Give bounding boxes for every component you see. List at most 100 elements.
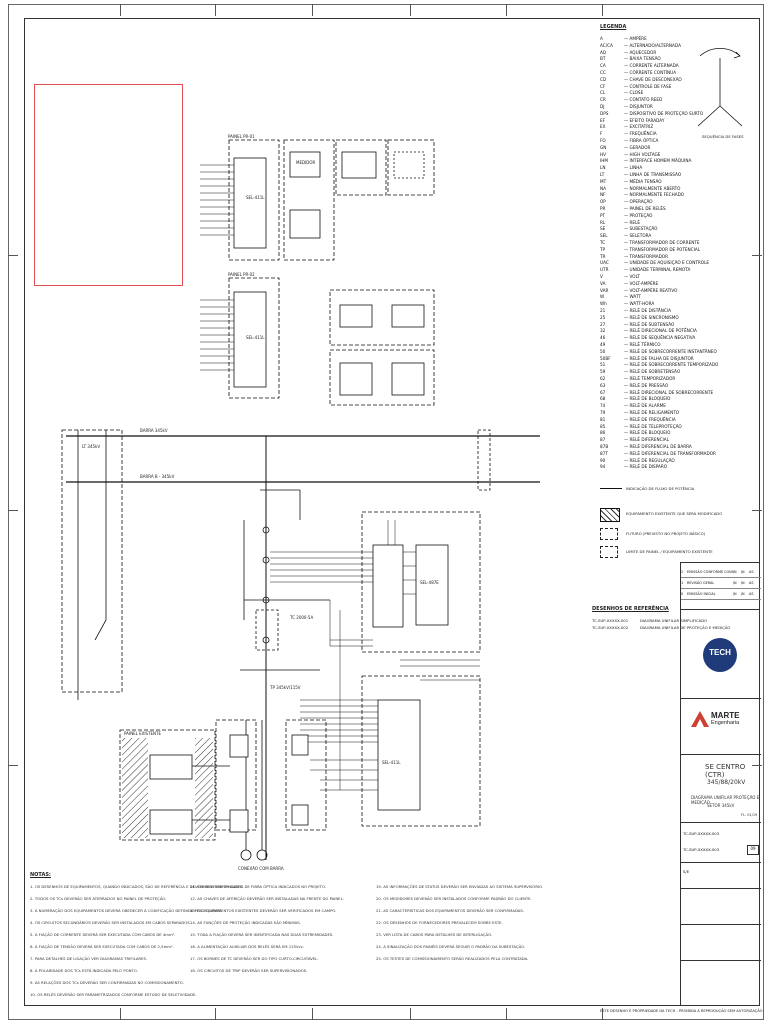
legend-code: 62	[600, 376, 606, 381]
title-cell: SE CENTRO (CTR) 345/88/20kV DIAGRAMA UNI…	[681, 754, 761, 822]
legend-entry: CR— CONTATO REED	[600, 97, 662, 102]
note-item: 24. A SINALIZAÇÃO DOS PAINÉIS DEVERÁ SEG…	[376, 944, 526, 949]
drawing-subtitle: SETOR 345kV	[707, 803, 735, 808]
legend-description: — WATT	[624, 294, 642, 300]
legend-code: CC	[600, 70, 606, 75]
note-item: 12. AS CHAVES DE AFERIÇÃO DEVERÃO SER IN…	[190, 896, 344, 901]
legend-description: — RELÉ TEMPORIZADOR	[624, 376, 676, 381]
legend-code: DJ	[600, 104, 605, 109]
note-item: 7. PARA DETALHES DE LIGAÇÃO VER DIAGRAMA…	[30, 956, 148, 961]
legend-code: FO	[600, 138, 606, 143]
device-mid-3a	[339, 362, 373, 396]
legend-code: 87B	[600, 444, 609, 449]
legend-description: — CHAVE DE DESCONEXÃO	[624, 76, 682, 82]
outer-frame	[8, 4, 764, 1020]
legend-entry: 32— RELÉ DIRECIONAL DE POTÊNCIA	[600, 328, 697, 333]
device-mid-3b	[391, 362, 425, 396]
legend-code: 86	[600, 430, 606, 436]
legend-code: 21	[600, 308, 606, 313]
revision-cell: JN	[741, 581, 745, 585]
legend-code: 59	[600, 369, 606, 375]
relay-upper-1	[233, 157, 267, 249]
legend-code: 50	[600, 348, 606, 354]
legend-entry: OP— OPERAÇÃO	[600, 199, 653, 204]
marte-logo-cell: MARTE Engenharia	[681, 698, 761, 754]
border-tick	[120, 4, 121, 16]
sheet-number: FL. 01/19	[741, 813, 758, 817]
note-item: 22. OS DESENHOS DE FORNECEDORES PREVALEC…	[376, 920, 503, 925]
legend-entry: 62 — RELÉ TEMPORIZADOR	[600, 376, 675, 381]
border-tick	[602, 4, 603, 16]
legend-entry: UTR— UNIDADE TERMINAL REMOTA	[600, 267, 690, 272]
revision-cell: 2	[681, 570, 684, 574]
revision-cell: 0	[681, 592, 684, 596]
legend-code: RL	[600, 219, 606, 225]
legend-entry: F— FREQUÊNCIA	[600, 131, 657, 136]
notes-heading: NOTAS:	[30, 872, 51, 878]
legend-entry: 27— RELÉ DE SUBTENSÃO	[600, 322, 674, 327]
project-name: SE CENTRO (CTR)	[705, 763, 746, 779]
legend-code: CF	[600, 83, 606, 89]
device-upper-2a	[289, 151, 321, 178]
legend-code: 67	[600, 389, 606, 395]
border-tick	[8, 255, 18, 256]
arrow-symbol	[600, 488, 622, 489]
panel-label: PAINEL PR-02	[228, 272, 255, 277]
legend-description: — RELÉ TÉRMICO	[624, 342, 661, 347]
note-item: 14. AS FUNÇÕES DE PROTEÇÃO INDICADAS SÃO…	[190, 920, 301, 925]
legend-symbol-label: LIMITE DE PAINEL / EQUIPAMENTO EXISTENTE	[626, 549, 713, 554]
legend-code: 27	[600, 321, 606, 327]
relay-right-c	[377, 699, 421, 811]
legend-entry: 50 — RELÉ DE SOBRECORRENTE INSTANTÂNEO	[600, 349, 717, 354]
legend-entry: 51— RELÉ DE SOBRECORRENTE TEMPORIZADO	[600, 362, 718, 367]
legend-entry: VA— VOLT-AMPÉRE	[600, 281, 658, 286]
legend-description: — RELÉ DE FREQUÊNCIA	[624, 416, 676, 422]
phasor-diagram	[697, 47, 743, 127]
legend-description: — VOLT	[624, 274, 640, 279]
info-cell: S/E	[681, 862, 761, 888]
note-item: 11. CONSIDERAR OS CABOS DE FIBRA ÓPTICA …	[190, 884, 327, 889]
legend-symbol-label: INDICAÇÃO DE FLUXO DE POTÊNCIA	[626, 486, 695, 491]
legend-code: PR	[600, 206, 606, 211]
legend-code: DPS	[600, 110, 609, 116]
reference-title: DIAGRAMA UNIFILAR SIMPLIFICADO	[640, 618, 708, 623]
border-tick	[312, 4, 313, 16]
legend-description: — SELETORA	[624, 233, 652, 239]
legend-symbol-label: EQUIPAMENTO EXISTENTE QUE SERÁ MODIFICAD…	[626, 511, 723, 516]
legend-description: — SUBESTAÇÃO	[624, 226, 658, 232]
feeder-label: LT 345kV	[82, 444, 101, 449]
note-item: 3. A NUMERAÇÃO DOS EQUIPAMENTOS DEVERÁ O…	[30, 908, 223, 913]
legend-entry: IHM— INTERFACE HOMEM MÁQUINA	[600, 158, 691, 163]
legend-code: 94	[600, 464, 606, 470]
legend-entry: 94 — RELÉ DE DISPARO	[600, 464, 667, 469]
legend-description: — AQUECEDOR	[624, 49, 657, 55]
legend-code: 63	[600, 382, 606, 388]
note-item: 17. OS BORNES DE TC DEVERÃO SER DO TIPO …	[190, 956, 319, 961]
legend-description: — RELÉ DE DISPARO	[624, 464, 668, 470]
legend-description: — EXCITATRIZ	[624, 124, 654, 130]
legend-code: TC	[600, 240, 606, 245]
relay-label: SEL-411L	[246, 335, 265, 340]
vt-label: TP 345kV/115V	[270, 685, 301, 690]
border-tick	[410, 4, 411, 16]
legend-entry: Wh— WATT-HORA	[600, 301, 654, 306]
legend-code: VAR	[600, 287, 609, 293]
legend-entry: HV— HIGH VOLTAGE	[600, 152, 660, 157]
revision-cell: REVISÃO GERAL	[687, 581, 715, 585]
legend-entry: 79— RELÉ DE RELIGAMENTO	[600, 410, 679, 415]
legend-symbol-label: FUTURO (PREVISTO NO PROJETO BÁSICO)	[626, 531, 706, 536]
note-item: 20. OS MEDIDORES DEVERÃO SER INSTALADOS …	[376, 896, 532, 901]
revision-cell: EMISSÃO INICIAL	[687, 592, 716, 596]
marte-logo-icon	[691, 711, 709, 727]
legend-description: — RELÉ DE FALHA DE DISJUNTOR	[624, 355, 694, 361]
device-mid-2b	[391, 304, 425, 328]
hatched-area	[122, 738, 148, 838]
revision-cloud-box	[34, 84, 183, 286]
legend-code: 50BF	[600, 355, 611, 361]
legend-description: — RELÉ DE SOBRECORRENTE INSTANTÂNEO	[624, 348, 717, 354]
legend-code: LT	[600, 172, 605, 177]
note-item: 19. AS INFORMAÇÕES DE STATUS DEVERÃO SER…	[376, 884, 544, 889]
legend-code: A	[600, 36, 603, 41]
